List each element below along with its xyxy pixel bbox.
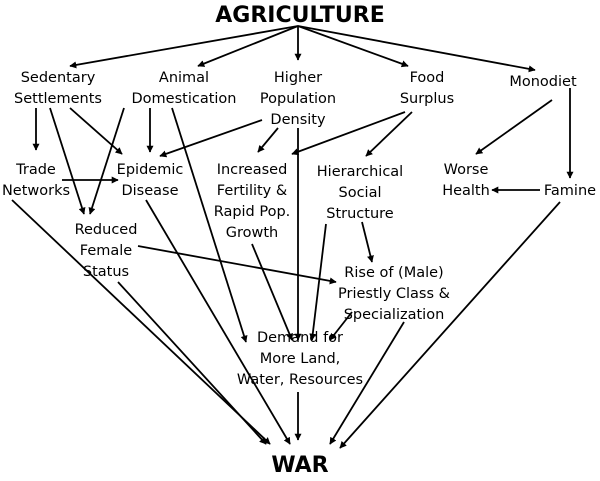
node-food-line-1: Food xyxy=(410,70,445,86)
node-demand-resources: Demand for More Land, Water, Resources xyxy=(237,330,363,388)
node-trade-networks: Trade Networks xyxy=(2,162,70,199)
node-monodiet: Monodiet xyxy=(509,74,577,90)
node-reduced-female-line-1: Reduced xyxy=(75,222,138,238)
node-fertility-line-2: Fertility & xyxy=(217,183,287,199)
node-monodiet-line-1: Monodiet xyxy=(509,74,577,90)
node-epidemic-disease: Epidemic Disease xyxy=(117,162,184,199)
edge-reduced-female-to-war xyxy=(117,281,267,445)
edge-priestly-to-war xyxy=(329,321,405,445)
edge-hierarchical-to-priestly xyxy=(361,221,374,263)
edge-higher-pop-to-epidemic xyxy=(159,119,263,158)
edge-monodiet-to-worse-health xyxy=(475,99,553,155)
node-trade-line-2: Networks xyxy=(2,183,70,199)
node-animal-line-1: Animal xyxy=(159,70,209,86)
title-war: WAR xyxy=(271,453,328,478)
node-worse-health: Worse Health xyxy=(442,162,490,199)
edge-reduced-female-to-priestly xyxy=(137,245,337,285)
node-higher-pop-line-1: Higher xyxy=(274,70,322,86)
node-hierarchical-line-2: Social xyxy=(339,185,382,201)
node-trade-line-1: Trade xyxy=(15,162,56,178)
node-famine: Famine xyxy=(544,183,596,199)
edges-middle xyxy=(32,88,574,343)
edge-food-to-fertility xyxy=(291,111,406,156)
node-higher-pop-line-2: Population xyxy=(260,91,336,107)
node-priestly-line-1: Rise of (Male) xyxy=(344,265,443,281)
node-hierarchical-social-structure: Hierarchical Social Structure xyxy=(317,164,403,222)
node-epidemic-line-1: Epidemic xyxy=(117,162,184,178)
node-priestly-line-3: Specialization xyxy=(344,307,445,323)
node-animal-domestication: Animal Domestication xyxy=(132,70,237,107)
node-demand-line-2: More Land, xyxy=(260,351,341,367)
edge-famine-to-war xyxy=(339,201,561,449)
title-agriculture: AGRICULTURE xyxy=(215,3,384,28)
node-sedentary-line-2: Settlements xyxy=(14,91,102,107)
edge-agriculture-to-monodiet xyxy=(297,25,536,73)
edge-fertility-to-demand xyxy=(251,243,293,341)
node-fertility-line-4: Growth xyxy=(226,225,279,241)
node-food-surplus: Food Surplus xyxy=(400,70,454,107)
edge-epidemic-to-war xyxy=(145,199,291,445)
node-sedentary-line-1: Sedentary xyxy=(21,70,96,86)
edge-higher-pop-to-fertility xyxy=(257,127,279,153)
edge-agriculture-to-animal xyxy=(197,25,299,67)
node-worse-health-line-1: Worse xyxy=(444,162,489,178)
edge-food-to-hierarchical xyxy=(365,111,413,157)
edge-sedentary-to-epidemic xyxy=(69,107,123,155)
node-higher-pop-line-3: Density xyxy=(270,112,326,128)
node-priestly-line-2: Priestly Class & xyxy=(338,286,450,302)
edges-to-war xyxy=(11,199,561,449)
node-reduced-female-status: Reduced Female Status xyxy=(75,222,138,280)
edge-animal-to-reduced-female xyxy=(88,107,125,215)
node-priestly-class: Rise of (Male) Priestly Class & Speciali… xyxy=(338,265,450,323)
node-fertility-line-1: Increased xyxy=(217,162,288,178)
node-hierarchical-line-3: Structure xyxy=(326,206,394,222)
edge-trade-to-war xyxy=(11,199,271,445)
node-famine-line-1: Famine xyxy=(544,183,596,199)
edge-sedentary-to-reduced-female xyxy=(49,107,86,215)
node-demand-line-3: Water, Resources xyxy=(237,372,363,388)
node-reduced-female-line-3: Status xyxy=(83,264,129,280)
node-food-line-2: Surplus xyxy=(400,91,454,107)
edge-hierarchical-to-demand xyxy=(309,223,327,341)
node-higher-population-density: Higher Population Density xyxy=(260,70,336,128)
node-fertility-line-3: Rapid Pop. xyxy=(214,204,291,220)
node-sedentary-settlements: Sedentary Settlements xyxy=(14,70,102,107)
node-hierarchical-line-1: Hierarchical xyxy=(317,164,403,180)
edges-from-agriculture xyxy=(69,25,536,73)
node-animal-line-2: Domestication xyxy=(132,91,237,107)
node-worse-health-line-2: Health xyxy=(442,183,490,199)
node-increased-fertility: Increased Fertility & Rapid Pop. Growth xyxy=(214,162,291,241)
node-epidemic-line-2: Disease xyxy=(121,183,178,199)
edge-agriculture-to-sedentary xyxy=(69,25,299,69)
node-demand-line-1: Demand for xyxy=(257,330,343,346)
node-reduced-female-line-2: Female xyxy=(80,243,133,259)
edge-priestly-to-demand xyxy=(329,311,353,341)
edge-agriculture-to-food xyxy=(297,25,409,68)
